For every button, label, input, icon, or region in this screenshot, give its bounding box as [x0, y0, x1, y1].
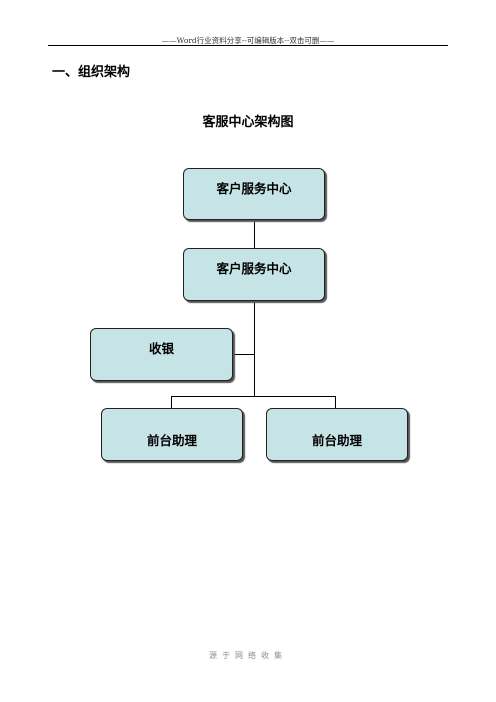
- org-node-cashier: 收银: [90, 328, 233, 381]
- connector-middle-trunk: [254, 301, 255, 397]
- page-footer-text: 源于网络收集: [209, 651, 287, 660]
- connector-right-drop: [335, 396, 336, 408]
- org-node-label: 客户服务中心: [216, 181, 292, 196]
- header-divider: [48, 45, 448, 46]
- connector-bottom-bar: [171, 396, 336, 397]
- connector-left-drop: [171, 396, 172, 408]
- connector-top-to-middle: [254, 219, 255, 249]
- org-node-front-desk-assistant-left: 前台助理: [101, 408, 243, 461]
- org-node-label: 收银: [149, 341, 175, 356]
- section-heading: 一、组织架构: [52, 65, 131, 80]
- connector-cashier-branch: [232, 354, 255, 355]
- org-node-label: 客户服务中心: [216, 261, 292, 276]
- org-chart-title: 客服中心架构图: [202, 115, 294, 130]
- org-node-label: 前台助理: [146, 433, 197, 448]
- org-node-customer-service-center-top: 客户服务中心: [183, 168, 325, 220]
- org-node-customer-service-center: 客户服务中心: [183, 248, 325, 301]
- org-node-front-desk-assistant-right: 前台助理: [266, 408, 408, 461]
- org-node-label: 前台助理: [311, 433, 362, 448]
- page-header-text: ——Word行业资料分享--可编辑版本--双击可删——: [161, 36, 335, 45]
